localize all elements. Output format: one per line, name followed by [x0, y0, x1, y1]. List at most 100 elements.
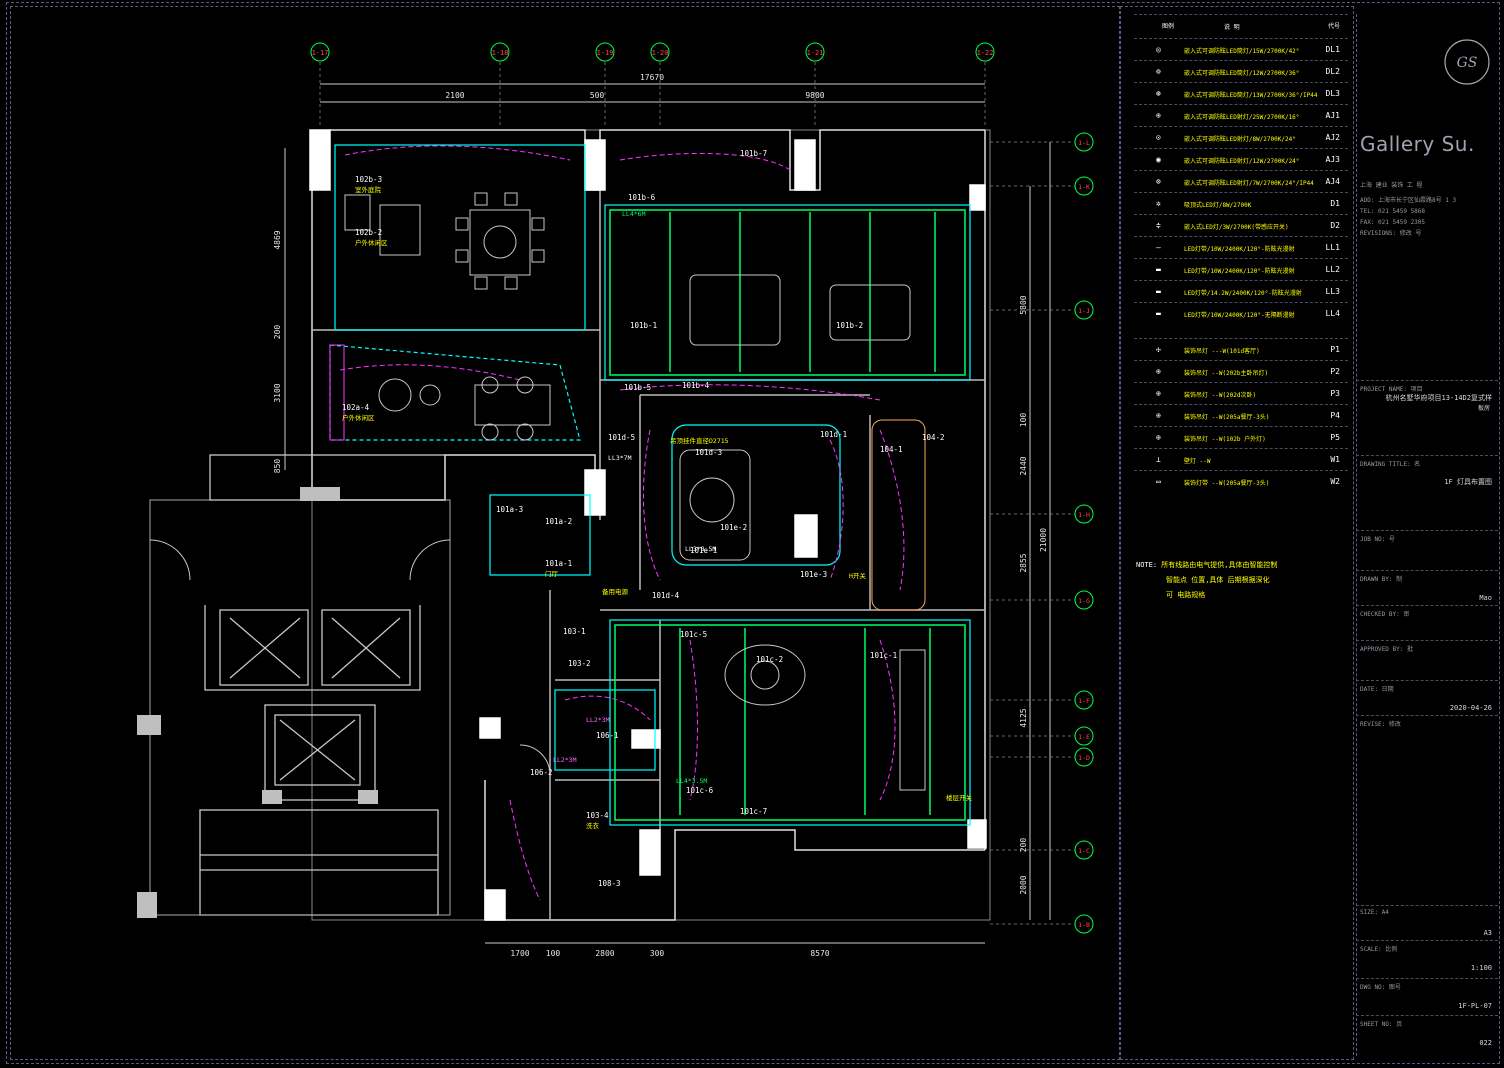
legend-symbol-icon: ⊕ [1156, 411, 1161, 420]
room-code-101c-2: 101c-2 [756, 655, 783, 664]
legend-row-AJ3: ◉嵌入式可调防眩LED射灯/12W/2700K/24°AJ3 [1134, 148, 1348, 171]
dim-left-3: 850 [273, 459, 282, 474]
axis-right-7: 1-D [1078, 754, 1090, 762]
plan-label-5: LL2*3M [553, 756, 577, 764]
dwg-no-value: 1F-PL-07 [1458, 1002, 1492, 1010]
legend-code: P2 [1330, 367, 1340, 376]
legend-code: D2 [1330, 221, 1340, 230]
legend-desc: 装饰吊灯 --W(202d次卧) [1184, 392, 1257, 399]
addr-text: ADD: 上海市长宁区仙霞路8号 1 3 [1360, 197, 1457, 204]
logo-text: GS [1457, 55, 1478, 71]
legend-row-P3: ⊕装饰吊灯 --W(202d次卧)P3 [1134, 382, 1348, 405]
legend-row-AJ1: ⊕嵌入式可调防眩LED射灯/25W/2700K/16°AJ1 [1134, 104, 1348, 127]
legend-code: P3 [1330, 389, 1340, 398]
drawn-by-label: DRAWN BY: 制 [1360, 576, 1403, 583]
title-row-job_no_label: JOB NO: 号 [1356, 530, 1498, 566]
title-row-approved_by_label: APPROVED BY: 批 [1356, 640, 1498, 676]
legend-code: P1 [1330, 345, 1340, 354]
date-label: DATE: 日期 [1360, 686, 1394, 693]
legend-symbol-icon: ⊕ [1156, 367, 1161, 376]
legend-desc: 装饰吊灯 ---W(101d客厅) [1184, 348, 1260, 355]
checked-by-label: CHECKED BY: 审 [1360, 611, 1410, 618]
drawing-title-value: 1F 灯具布置图 [1444, 478, 1492, 486]
legend-symbol-icon: ▬ [1156, 309, 1161, 318]
legend-desc: 嵌入式可调防眩LED筒灯/12W/2700K/36° [1184, 70, 1300, 77]
dim-bottom-1: 100 [546, 949, 561, 958]
note-line-1: 所有线路由电气提供,具体由智能控制 [1161, 561, 1278, 569]
plan-label-0: LL3*8.5M [685, 545, 716, 553]
room-code-101b-6: 101b-6 [628, 193, 656, 202]
legend-header-code: 代号 [1327, 23, 1340, 30]
legend-desc: LED灯带/14.2W/2400K/120°-防眩光漫射 [1184, 290, 1302, 297]
drawing-area-border [10, 6, 1120, 1060]
dim-left-2: 3100 [273, 383, 282, 402]
room-code-101e-1: 101e-1 [690, 546, 717, 555]
room-code-101c-1: 101c-1 [870, 651, 897, 660]
legend-header-symbol: 图例 [1162, 23, 1175, 30]
project-name-label: PROJECT NAME: 项目 [1360, 386, 1423, 393]
dim-bottom-4: 8570 [810, 949, 829, 958]
dim-right-total: 21000 [1039, 528, 1048, 552]
legend-desc: 装饰灯带 --W(205a餐厅-3头) [1184, 480, 1270, 487]
revisions-text: REVISIONS: 修改 号 [1360, 230, 1422, 237]
legend-row-DL2: ⊚嵌入式可调防眩LED筒灯/12W/2700K/36°DL2 [1134, 60, 1348, 83]
plan-label-2: LL4*6M [622, 210, 646, 218]
legend-code: W1 [1330, 455, 1340, 464]
dim-top-1: 500 [590, 91, 605, 100]
legend-desc: 嵌入式可调防眩LED射灯/8W/2700K/24° [1184, 136, 1296, 143]
plan-label-7: H开关 [849, 571, 866, 580]
legend-row-DL1: ◎嵌入式可调防眩LED筒灯/15W/2700K/42°DL1 [1134, 38, 1348, 61]
plan-label-6: 吊顶挂件直径D2715 [670, 436, 729, 445]
title-row-revise_label: REVISE: 修改 [1356, 715, 1498, 751]
dim-right-6: 2000 [1019, 875, 1028, 894]
room-code-106-2: 106-2 [530, 768, 553, 777]
room-code-101c-7: 101c-7 [740, 807, 767, 816]
axis-right-0: 1-L [1078, 139, 1090, 147]
legend-code: AJ2 [1325, 133, 1340, 142]
plan-label-4: LL2*3M [586, 716, 610, 724]
axis-right-4: 1-G [1078, 597, 1090, 605]
legend-row-W2: ▭装饰灯带 --W(205a餐厅-3头)W2 [1134, 470, 1348, 493]
sheet-border [6, 2, 1500, 1064]
legend-code: LL2 [1325, 265, 1340, 274]
room-code-101d-4: 101d-4 [652, 591, 680, 600]
legend-code: DL2 [1325, 67, 1340, 76]
room-code-101b-5: 101b-5 [624, 383, 651, 392]
dim-top-2: 9800 [805, 91, 824, 100]
room-code-101b-7: 101b-7 [740, 149, 767, 158]
job-no-label: JOB NO: 号 [1360, 536, 1395, 543]
legend-desc: 装饰吊灯 --W(205a餐厅-3头) [1184, 414, 1270, 421]
legend-code: P5 [1330, 433, 1340, 442]
legend-desc: 嵌入式可调防眩LED射灯/12W/2700K/24° [1184, 158, 1300, 165]
legend-desc: 装饰吊灯 --W(102b 户外灯) [1184, 436, 1266, 443]
room-code-103-1: 103-1 [563, 627, 586, 636]
plan-label-1: LL3*7M [608, 454, 632, 462]
legend-code: DL1 [1325, 45, 1340, 54]
axis-top-0: 1-17 [312, 49, 329, 57]
project-name-sub: 板房 [1477, 405, 1490, 412]
room-code-101a-1: 101a-1 [545, 559, 572, 568]
office-text: 上海 建业 装饰 工 程 [1360, 182, 1423, 189]
legend-symbol-icon: ⊛ [1156, 89, 1161, 98]
legend-desc: LED灯带/10W/2400K/120°-防眩光漫射 [1184, 246, 1295, 253]
legend-symbol-icon: ⊥ [1156, 455, 1161, 464]
legend-code: LL1 [1325, 243, 1340, 252]
title-block: GS [1356, 14, 1499, 1056]
legend-code: DL3 [1325, 89, 1340, 98]
company-info: 上海 建业 装饰 工 程 ADD: 上海市长宁区仙霞路8号 1 3 TEL: 0… [1360, 180, 1456, 239]
room-code-104-2: 104-2 [922, 433, 945, 442]
legend-symbol-icon: ⊗ [1156, 177, 1161, 186]
legend-code: D1 [1330, 199, 1340, 208]
sheet-no-label: SHEET NO: 页 [1360, 1021, 1403, 1028]
legend-symbol-icon: ▬ [1156, 287, 1161, 296]
legend-code: AJ3 [1325, 155, 1340, 164]
dim-right-5: 200 [1019, 838, 1028, 853]
legend-symbol-icon: ▭ [1156, 477, 1161, 486]
legend-desc: 嵌入式可调防眩LED筒灯/15W/2700K/42° [1184, 48, 1300, 55]
legend-desc: 装饰吊灯 --W(202b主卧吊灯) [1184, 370, 1269, 377]
